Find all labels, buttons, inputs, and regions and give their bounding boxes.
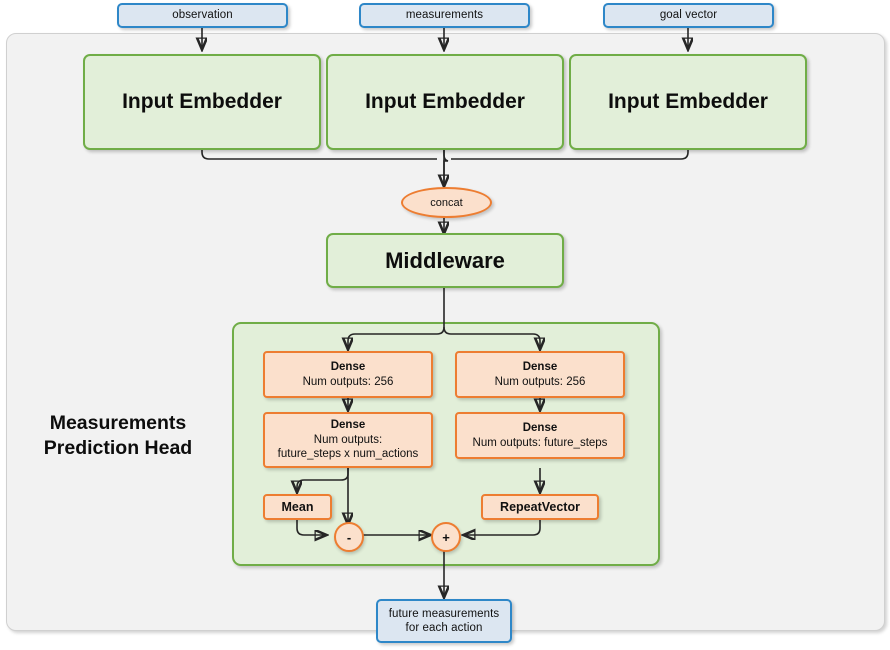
mean-label: Mean	[281, 500, 314, 514]
input-embedder-measurements[interactable]: Input Embedder	[326, 54, 564, 150]
prediction-head-title-line1: Measurements	[49, 412, 187, 434]
input-box-observation[interactable]: observation	[117, 3, 288, 28]
left-dense-actions-subtitle-1: Num outputs:	[313, 433, 383, 446]
input-embedder-goal-vector-label: Input Embedder	[608, 90, 768, 113]
mean-node[interactable]: Mean	[263, 494, 332, 520]
left-dense-actions-title: Dense	[330, 418, 366, 431]
input-embedder-measurements-label: Input Embedder	[365, 90, 525, 113]
input-box-goal-vector-label: goal vector	[659, 9, 718, 22]
repeat-vector-node[interactable]: RepeatVector	[481, 494, 599, 520]
subtract-operator[interactable]: -	[334, 522, 364, 552]
input-embedder-goal-vector[interactable]: Input Embedder	[569, 54, 807, 150]
prediction-head-title-line2: Prediction Head	[43, 437, 193, 460]
left-dense-256-subtitle: Num outputs: 256	[302, 375, 394, 388]
input-box-measurements-label: measurements	[405, 9, 484, 22]
add-operator[interactable]: +	[431, 522, 461, 552]
right-dense-256-subtitle: Num outputs: 256	[494, 375, 586, 388]
right-dense-future-steps-title: Dense	[522, 421, 558, 434]
right-dense-256-title: Dense	[522, 360, 558, 373]
output-box-line1: future measurements	[388, 607, 500, 620]
input-box-measurements[interactable]: measurements	[359, 3, 530, 28]
left-dense-256-title: Dense	[330, 360, 366, 373]
output-box-future-measurements[interactable]: future measurements for each action	[376, 599, 512, 643]
right-dense-future-steps[interactable]: Dense Num outputs: future_steps	[455, 412, 625, 459]
right-dense-future-steps-subtitle: Num outputs: future_steps	[472, 436, 608, 449]
subtract-operator-symbol: -	[346, 529, 352, 545]
output-box-line2: for each action	[405, 622, 483, 634]
input-embedder-observation[interactable]: Input Embedder	[83, 54, 321, 150]
concat-label: concat	[430, 196, 463, 209]
left-dense-256[interactable]: Dense Num outputs: 256	[263, 351, 433, 398]
input-box-observation-label: observation	[172, 9, 233, 22]
left-dense-actions-subtitle-2: future_steps x num_actions	[277, 448, 419, 461]
add-operator-symbol: +	[442, 529, 450, 545]
right-dense-256[interactable]: Dense Num outputs: 256	[455, 351, 625, 398]
input-embedder-observation-label: Input Embedder	[122, 90, 282, 113]
middleware-label: Middleware	[385, 247, 505, 273]
repeat-vector-label: RepeatVector	[500, 500, 580, 514]
prediction-head-title: Measurements Prediction Head	[18, 411, 218, 462]
concat-node[interactable]: concat	[401, 187, 492, 218]
middleware-node[interactable]: Middleware	[326, 233, 564, 288]
left-dense-future-steps-actions[interactable]: Dense Num outputs: future_steps x num_ac…	[263, 412, 433, 468]
input-box-goal-vector[interactable]: goal vector	[603, 3, 774, 28]
